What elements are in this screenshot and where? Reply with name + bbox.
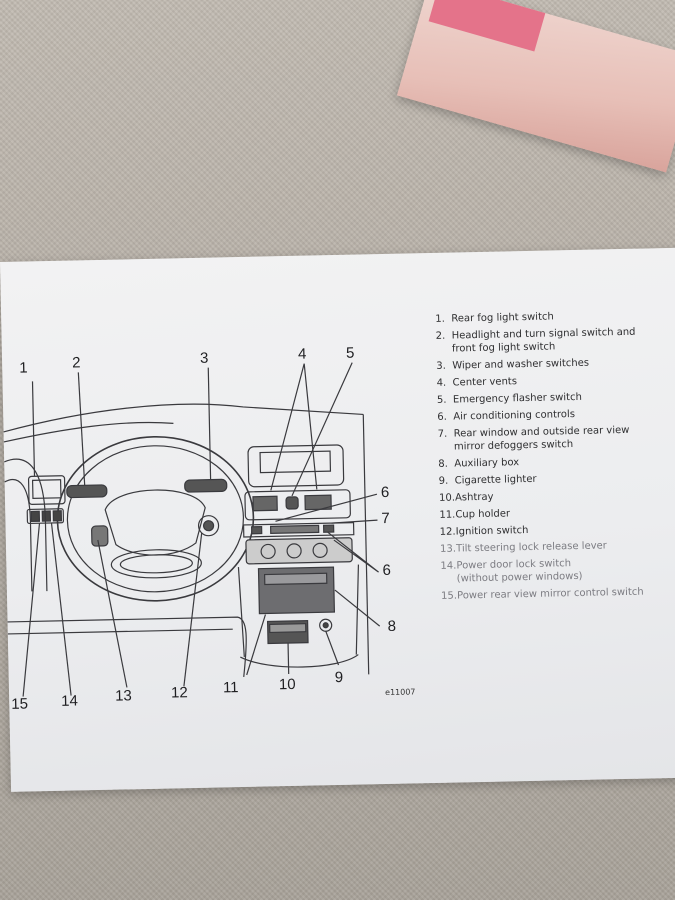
legend-item-13: 13.Tilt steering lock release lever bbox=[439, 540, 607, 555]
legend-item-1: 1.Rear fog light switch bbox=[435, 311, 554, 325]
callout-2: 2 bbox=[71, 354, 81, 372]
callout-1: 1 bbox=[19, 359, 28, 377]
callout-3: 3 bbox=[199, 349, 209, 367]
callout-5: 5 bbox=[345, 344, 355, 362]
callout-15: 15 bbox=[11, 695, 29, 713]
legend-item-3: 3.Wiper and washer switches bbox=[436, 357, 590, 372]
legend-item-9: 9.Cigarette lighter bbox=[438, 473, 537, 487]
callout-10: 10 bbox=[278, 675, 296, 694]
booklet-stripe bbox=[428, 0, 546, 52]
legend-item-14: 14.Power door lock switch(without power … bbox=[440, 558, 583, 585]
callout-11: 11 bbox=[222, 679, 239, 697]
callout-6-top: 6 bbox=[380, 483, 390, 502]
legend-item-8: 8.Auxiliary box bbox=[438, 457, 520, 470]
legend-list: 1.Rear fog light switch 2.Headlight and … bbox=[435, 308, 675, 607]
callout-4: 4 bbox=[297, 345, 307, 363]
callout-9: 9 bbox=[334, 668, 344, 687]
legend-item-11: 11.Cup holder bbox=[439, 508, 511, 521]
figure-code: e11007 bbox=[385, 687, 416, 698]
callout-12: 12 bbox=[170, 684, 188, 702]
manual-page: 1 2 3 4 5 6 7 6 8 9 10 11 12 13 14 15 e1… bbox=[0, 247, 675, 792]
callout-8: 8 bbox=[387, 617, 397, 635]
callout-7: 7 bbox=[381, 509, 390, 528]
legend-item-6: 6.Air conditioning controls bbox=[437, 408, 576, 423]
callout-6-bottom: 6 bbox=[382, 561, 392, 580]
dashboard-diagram bbox=[3, 362, 381, 697]
callout-13: 13 bbox=[114, 687, 132, 705]
legend-item-12: 12.Ignition switch bbox=[439, 524, 529, 538]
legend-item-15: 15.Power rear view mirror control switch bbox=[440, 586, 644, 602]
callout-14: 14 bbox=[61, 692, 79, 710]
legend-item-10: 10.Ashtray bbox=[438, 491, 494, 504]
legend-item-4: 4.Center vents bbox=[436, 376, 518, 389]
legend-item-5: 5.Emergency flasher switch bbox=[436, 391, 582, 406]
